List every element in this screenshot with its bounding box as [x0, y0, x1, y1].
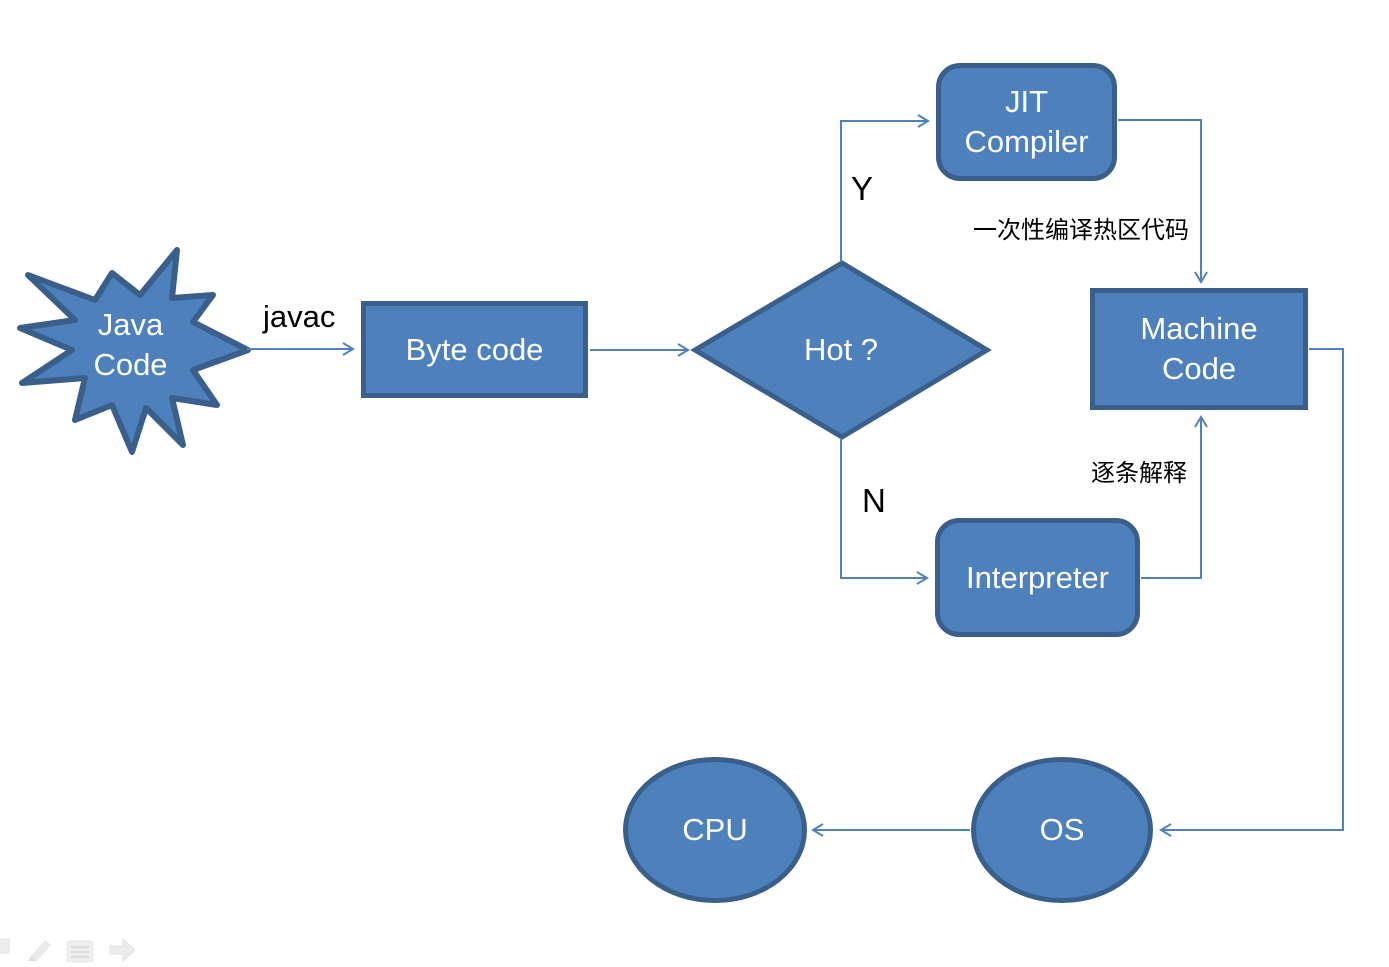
node-cpu-label: CPU — [682, 812, 748, 848]
node-os: OS — [971, 757, 1153, 903]
node-jit-compiler-label: JIT Compiler — [964, 84, 1089, 159]
connector-interpreter-to-machinecode — [1141, 415, 1208, 579]
faded-square-icon — [0, 938, 10, 954]
node-machine-code: Machine Code — [1090, 288, 1308, 410]
node-os-label: OS — [1039, 812, 1085, 848]
edge-label-no: N — [862, 482, 886, 519]
connector-machinecode-to-os — [1159, 348, 1344, 837]
node-byte-code: Byte code — [361, 301, 588, 398]
edge-label-yes: Y — [851, 170, 874, 207]
pencil-icon — [28, 940, 51, 961]
node-machine-code-label: Machine Code — [1140, 311, 1258, 386]
connector-jit-to-machinecode — [1118, 119, 1208, 284]
notes-icon — [66, 940, 94, 963]
hot-decision-diamond-shape — [690, 260, 992, 440]
annotation-interpret-line-by-line: 逐条解释 — [1091, 460, 1187, 487]
edge-label-javac: javac — [263, 299, 336, 334]
node-hot-decision-label: Hot ? — [803, 332, 879, 367]
node-jit-compiler: JIT Compiler — [936, 63, 1117, 181]
connector-hot-to-jit — [840, 114, 930, 262]
annotation-jit-compile-hot-code: 一次性编译热区代码 — [973, 217, 1189, 244]
node-java-code-label: Java Code — [93, 307, 168, 382]
forward-arrow-icon — [109, 937, 136, 963]
node-cpu: CPU — [623, 757, 807, 903]
java-code-star-shape — [17, 247, 251, 455]
node-interpreter: Interpreter — [935, 518, 1140, 637]
connector-hot-to-interpreter — [840, 438, 929, 585]
node-interpreter-label: Interpreter — [965, 559, 1109, 595]
faded-toolbar-icons — [0, 937, 136, 963]
node-byte-code-label: Byte code — [405, 331, 544, 367]
